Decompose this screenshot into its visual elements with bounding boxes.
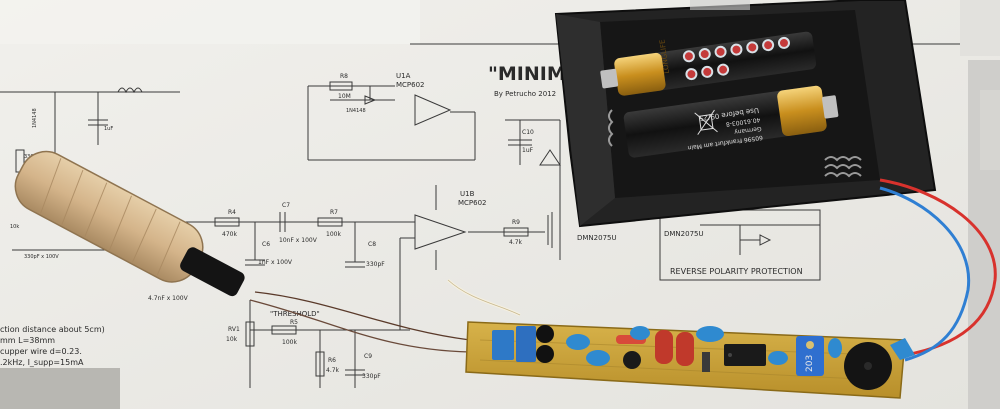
transistor-2 (536, 345, 554, 363)
c7-value: 10nF x 100V (279, 237, 318, 244)
c10-label: C10 (522, 129, 534, 136)
coil-assembly (14, 150, 245, 297)
r6-value: 4.7k (326, 367, 340, 374)
u1a-part: MCP602 (396, 81, 425, 89)
recycle-bin-icon (694, 109, 718, 135)
diode (702, 352, 710, 372)
r4-value: 470k (222, 231, 237, 238)
battery-springs (608, 109, 862, 178)
mosfet-label: DMN2075U (577, 234, 617, 242)
wire-sleeve (890, 338, 915, 360)
diode-label: 1N4148 (32, 108, 38, 128)
battery-lower-text-3: Germany (733, 125, 762, 136)
film-capacitor (492, 330, 514, 360)
battery-upper: LONGLIFE (600, 31, 817, 96)
desk-shadow (0, 368, 120, 409)
ceramic-cap (566, 334, 590, 350)
r9-label: R9 (512, 219, 520, 226)
ceramic-cap-2 (586, 350, 610, 366)
r8-value: 10M (338, 93, 351, 100)
c8-label: C8 (368, 241, 376, 248)
c6-label: C6 (262, 241, 270, 248)
cap-4n7-label: 4.7nF x 100V (148, 295, 189, 302)
r8-label: R8 (340, 73, 348, 80)
schematic-byline: By Petrucho 2012 (494, 90, 556, 98)
r6-label: R6 (328, 357, 336, 364)
note-line-3: cupper wire d=0.23. (0, 347, 82, 356)
rv1-value: 10k (226, 336, 238, 343)
note-line-4: .2kHz, I_supp=15mA (0, 358, 84, 367)
schematic-symbols (15, 81, 772, 377)
r7-label: R7 (330, 209, 338, 216)
coil-leads (249, 278, 521, 353)
supply-wires (879, 178, 997, 362)
c10-value: 1uF (522, 147, 534, 154)
r5-label: R5 (290, 319, 298, 326)
transistor-3 (623, 351, 641, 369)
mosfet-label-2: DMN2075U (664, 230, 704, 238)
rv1-label: RV1 (228, 326, 240, 333)
transistor (536, 325, 554, 343)
r4-label: R4 (228, 209, 236, 216)
u1b-label: U1B (460, 190, 475, 198)
ic-chip (724, 344, 766, 366)
c9-value: 330pF (362, 373, 381, 380)
cap-330-label-2: 330pF x 100V (24, 254, 59, 260)
c7-label: C7 (282, 202, 290, 209)
r-10k-label: 10k (10, 224, 19, 230)
note-line-1: ction distance about 5cm) (0, 325, 105, 334)
film-capacitor-2 (516, 326, 536, 362)
diode-label-2: 1N4148 (346, 108, 366, 114)
battery-lower-text-2: 40.61003-8 (725, 116, 760, 128)
trimmer-marking: 203 (805, 355, 815, 372)
battery-lower: Use before 09/25 40.61003-8 Germany 6059… (623, 85, 839, 158)
ferrite-heatshrink (180, 247, 245, 297)
threshold-label: "THRESHOLD" (270, 310, 320, 318)
reverse-polarity-label: REVERSE POLARITY PROTECTION (670, 267, 803, 276)
c9-label: C9 (364, 353, 372, 360)
film-capacitor-red (655, 330, 673, 364)
r7-value: 100k (326, 231, 341, 238)
trimmer-potentiometer (796, 336, 824, 376)
u1a-label: U1A (396, 72, 411, 80)
blue-wire (879, 186, 971, 362)
cap-1uf-label: 1uF (104, 126, 113, 132)
film-capacitor-red-2 (676, 332, 694, 366)
schematic-title: "MINIM (488, 63, 566, 85)
r9-value: 4.7k (509, 239, 523, 246)
c8-value: 330pF (366, 261, 385, 268)
note-line-2: mm L=38mm (0, 336, 55, 345)
schematic-wires (0, 43, 960, 388)
pcb-board: 203 (465, 321, 915, 399)
u1b-part: MCP602 (458, 199, 487, 207)
c6-value: 1nF x 100V (258, 259, 293, 266)
red-wire (879, 178, 997, 357)
r5-value: 100k (282, 339, 297, 346)
